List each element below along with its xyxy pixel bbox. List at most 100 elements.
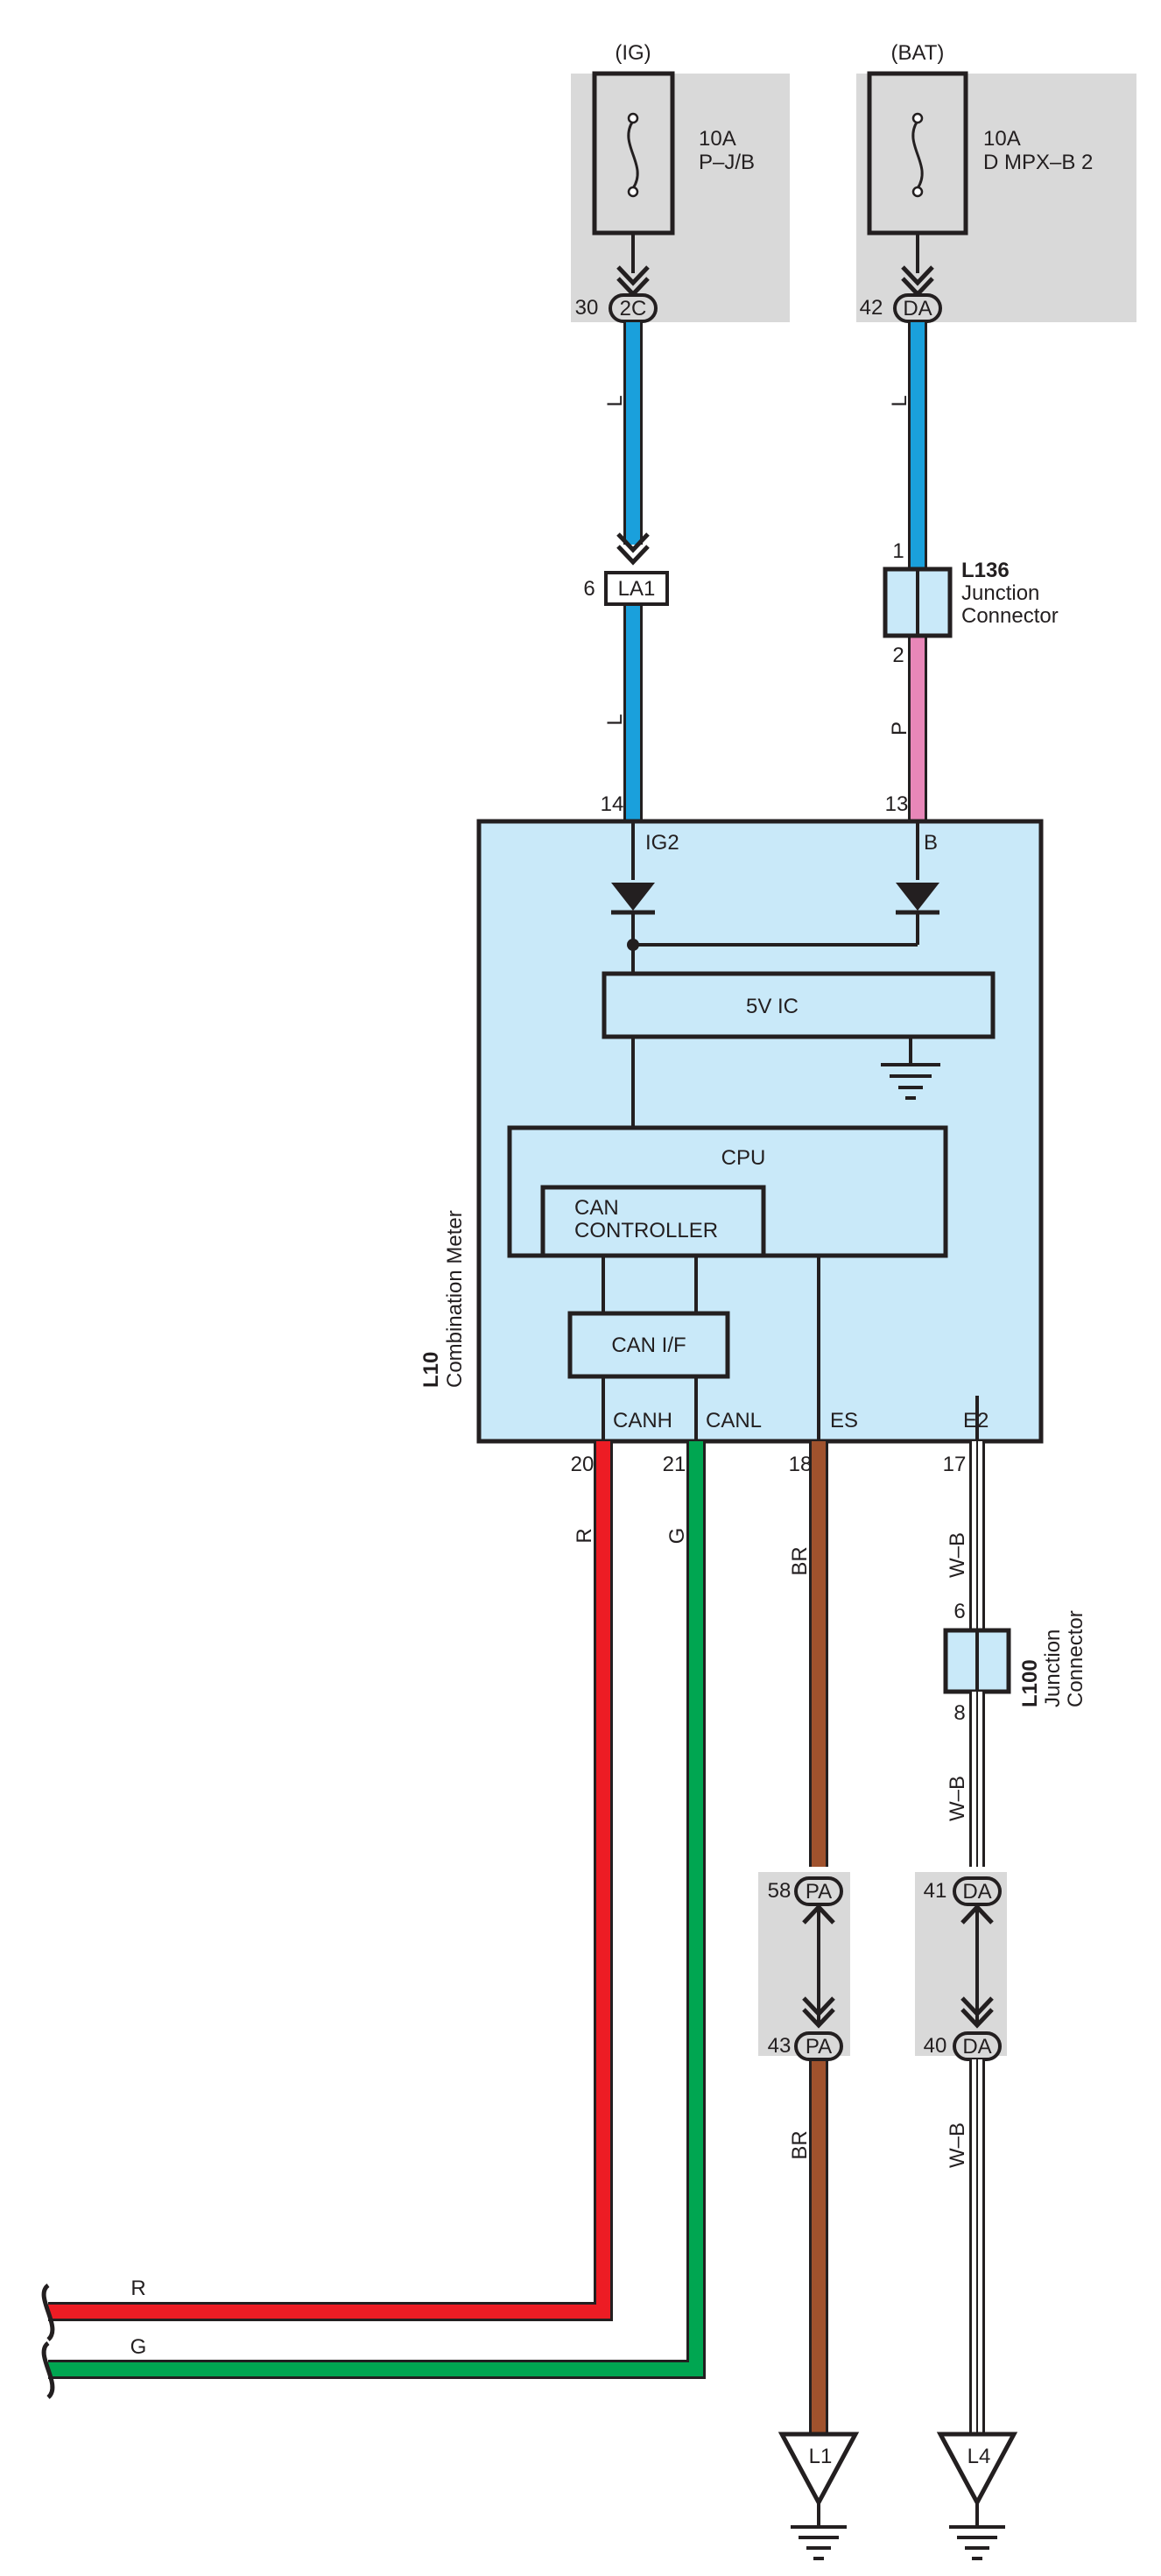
fuse-ig-connector-oval	[609, 293, 658, 323]
l136-pin-top: 1	[892, 539, 904, 563]
ground-l1-triangle-icon	[778, 2432, 860, 2508]
fuse-ig-chevron-icon	[616, 265, 650, 286]
pa-top-pin: 58	[768, 1879, 792, 1903]
meter-term-canl: CANL	[706, 1409, 762, 1432]
wire-ig-upper-label: L	[603, 395, 627, 406]
pa-bottom-oval	[794, 2031, 843, 2061]
wire-left-g-label: G	[130, 2335, 147, 2359]
meter-term-ig2: IG2	[645, 831, 679, 855]
ground-l1-label: L1	[809, 2445, 833, 2468]
fuse-bat-terminal-top	[911, 112, 924, 124]
fuse-bat-rating: 10A	[983, 127, 1021, 151]
wire-e2-upper-label: W–B	[946, 1532, 969, 1578]
junction-dot	[627, 939, 639, 951]
da-top-name: DA	[962, 1880, 991, 1904]
fuse-bat-terminal-bottom	[911, 186, 924, 198]
fuse-ig-terminal-bottom	[627, 186, 639, 198]
da-arrow-up-icon	[960, 1904, 994, 1925]
meter-pin-e2: 17	[943, 1453, 967, 1476]
l136-line1: Junction	[961, 581, 1039, 605]
la1-name: LA1	[618, 577, 656, 601]
l100-line1: Junction	[1041, 1629, 1065, 1707]
pa-top-name: PA	[806, 1880, 832, 1904]
fuse-bat-label: (BAT)	[891, 41, 945, 65]
l100-line2: Connector	[1064, 1610, 1087, 1707]
meter-term-e2: E2	[963, 1409, 989, 1432]
wire-left-r-label: R	[130, 2277, 145, 2300]
da-top-pin: 41	[924, 1879, 947, 1903]
l136-pin-bottom: 2	[892, 644, 904, 667]
can-controller-line2: CONTROLLER	[574, 1219, 718, 1242]
wire-canh	[48, 1441, 613, 2321]
ground-l4-icon	[949, 2525, 1005, 2560]
fuse-bat-connector-oval	[893, 293, 942, 323]
fuse-bat-name: D MPX–B 2	[983, 151, 1093, 174]
wire-e2-middle-label: W–B	[946, 1776, 969, 1821]
l136-code: L136	[961, 559, 1010, 582]
meter-pin-es: 18	[789, 1453, 813, 1476]
ground-l4-label: L4	[968, 2445, 991, 2468]
da-chevron2-icon	[960, 2008, 994, 2029]
la1-pin: 6	[583, 577, 595, 601]
meter-name: Combination Meter	[443, 1210, 467, 1388]
diode-b-icon	[896, 883, 939, 911]
diode-ig2-icon	[611, 883, 655, 911]
pa-chevron-icon	[802, 1996, 835, 2017]
da-bottom-name: DA	[962, 2035, 991, 2059]
connector-l136: 1 2 L136 Junction Connector	[883, 539, 1059, 667]
wire-es-lower-label: BR	[788, 2130, 812, 2159]
connector-da: 41 DA 40 DA	[915, 1872, 1007, 2061]
fuse-ig-pin: 30	[575, 296, 599, 320]
wire-break-g-icon	[41, 2340, 55, 2399]
can-if-box	[567, 1311, 730, 1379]
la1-chevron-icon	[616, 532, 650, 553]
ground-l1: L1	[778, 2432, 860, 2560]
meter-pin-b: 13	[885, 792, 909, 816]
combination-meter: 14 13 IG2 B 5V IC CPU CAN CONTROLLER	[419, 792, 1044, 1476]
ic-5v-box	[602, 971, 996, 1039]
fuse-ig-name: P–J/B	[699, 151, 755, 174]
fuse-bat-pin: 42	[860, 296, 883, 320]
fuse-bat-shade	[856, 74, 1136, 322]
can-controller-line1: CAN	[574, 1196, 619, 1220]
fuse-ig-label: (IG)	[615, 41, 651, 65]
fuse-bat-connector: DA	[903, 297, 932, 320]
la1-chevron2-icon	[616, 545, 650, 566]
wire-bat-upper-label: L	[888, 395, 911, 406]
fuse-ig-terminal-top	[627, 112, 639, 124]
meter-pin-canl: 21	[663, 1453, 686, 1476]
fuse-ig: (IG) 10A P–J/B 30 2C	[571, 41, 790, 323]
wire-canl	[48, 1441, 706, 2379]
fuse-bat-element-icon	[911, 120, 924, 189]
l100-pin-bottom: 8	[953, 1701, 965, 1725]
meter-code: L10	[419, 1352, 443, 1388]
ground-l4-triangle-icon	[936, 2432, 1018, 2508]
connector-la1: LA1 6	[583, 532, 669, 606]
ground-l4: L4	[936, 2432, 1018, 2560]
can-controller-box	[540, 1185, 766, 1258]
ground-l1-icon	[791, 2525, 847, 2560]
fuse-bat-chevron-icon	[901, 265, 934, 286]
meter-pin-ig2: 14	[601, 792, 624, 816]
wire-canl-label: G	[665, 1528, 689, 1545]
can-if-label: CAN I/F	[611, 1334, 686, 1357]
fuse-ig-rating: 10A	[699, 127, 736, 151]
da-bottom-pin: 40	[924, 2034, 947, 2058]
la1-box	[604, 571, 669, 606]
wire-es-upper-label: BR	[788, 1546, 812, 1575]
fuse-ig-shade	[571, 74, 790, 322]
meter-term-canh: CANH	[613, 1409, 672, 1432]
wire-ig-lower-label: L	[603, 714, 627, 725]
fuse-bat: (BAT) 10A D MPX–B 2 42 DA	[856, 41, 1136, 323]
connector-l100: 6 8 L100 Junction Connector	[943, 1600, 1087, 1725]
internal-ground-icon	[881, 1063, 940, 1100]
cpu-label: CPU	[721, 1146, 766, 1170]
wire-canh-label: R	[573, 1528, 596, 1543]
l100-pin-top: 6	[953, 1600, 965, 1623]
pa-bottom-name: PA	[806, 2035, 832, 2059]
wire-bat-lower-label: P	[888, 721, 911, 735]
fuse-ig-connector: 2C	[620, 297, 647, 320]
l100-code: L100	[1018, 1659, 1042, 1707]
wire-break-r-icon	[41, 2283, 55, 2341]
